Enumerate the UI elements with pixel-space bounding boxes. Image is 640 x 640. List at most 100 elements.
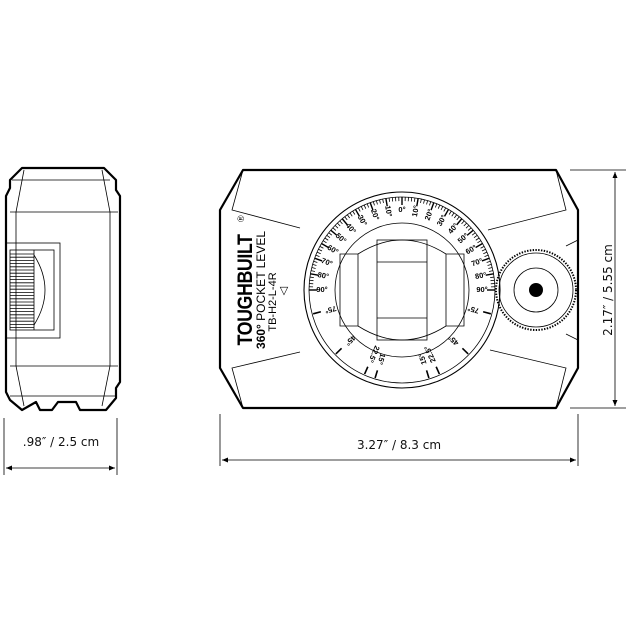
dial-tick [369, 202, 374, 211]
dial-major-tick [374, 370, 379, 379]
dial-tick [357, 207, 361, 212]
dial-ticks [309, 197, 495, 379]
dial-tick [480, 245, 485, 249]
dial-tick [322, 240, 327, 244]
dial-tick [430, 202, 435, 211]
dial-tick [311, 267, 316, 269]
width-dimension: 3.27″ / 8.3 cm [219, 414, 579, 466]
dial-tick [354, 209, 361, 217]
dial-label: 90° [316, 285, 327, 294]
dial-label: 70° [470, 256, 484, 268]
dial-tick [453, 214, 457, 219]
dial-tick [315, 254, 320, 258]
dial-tick [423, 199, 425, 204]
adjust-knob[interactable] [495, 249, 577, 331]
dial-tick [466, 229, 474, 236]
dial-tick [372, 201, 375, 206]
product-title: 360° POCKET LEVEL [254, 231, 268, 349]
dial-tick [490, 276, 495, 279]
dial-label: 90° [476, 285, 487, 294]
dial-label: 75° [467, 304, 480, 316]
dial-label: 45° [343, 333, 357, 347]
dial-tick [483, 251, 488, 255]
dial-label: 60° [326, 243, 340, 256]
dial-tick [379, 199, 381, 204]
dial-tick [448, 210, 452, 215]
width-label: 3.27″ / 8.3 cm [357, 438, 441, 452]
dial-tick [463, 222, 467, 227]
dial-tick [352, 210, 356, 215]
dial-label: 15° [375, 352, 387, 365]
dial-tick [341, 218, 348, 226]
dial-tick [484, 254, 489, 258]
dial-major-tick [461, 347, 469, 355]
dial-tick [326, 235, 331, 239]
dial-tick [375, 200, 378, 205]
dial-tick [485, 273, 494, 276]
dial-tick [488, 270, 494, 272]
dial-tick [486, 260, 491, 263]
dial-label: 75° [324, 304, 337, 316]
side-knurl [10, 250, 35, 330]
dial-tick [451, 212, 455, 217]
dial-label: 80° [317, 270, 330, 281]
dial-tick [321, 242, 329, 249]
dial-tick [316, 251, 321, 255]
dial-label: 70° [320, 256, 334, 268]
dial-tick [467, 227, 472, 231]
dial-label: 15° [417, 352, 429, 365]
dial: 0°10°10°20°20°30°30°40°40°50°50°60°60°70… [303, 191, 501, 389]
dial-tick [332, 227, 337, 231]
dial-labels: 0°10°10°20°20°30°30°40°40°50°50°60°60°70… [316, 205, 487, 366]
dial-tick [456, 218, 463, 226]
dial-tick [475, 242, 483, 249]
dial-label: 45° [446, 333, 460, 347]
dial-tick [443, 209, 450, 217]
depth-dimension: .98″ / 2.5 cm [3, 418, 118, 475]
dial-label: 10° [383, 205, 394, 218]
model-number: TB-H2-L-4R [267, 272, 279, 331]
dial-major-tick [312, 310, 322, 315]
dial-tick [339, 220, 343, 225]
vial-window [339, 239, 465, 341]
dial-tick [363, 204, 367, 209]
dial-tick [360, 206, 364, 211]
dial-tick [349, 212, 353, 217]
dial-major-tick [335, 347, 343, 355]
dial-tick [481, 257, 490, 262]
dial-label: 50° [334, 231, 348, 245]
dial-label: 50° [456, 231, 470, 245]
dial-tick [310, 273, 319, 276]
dial-tick [488, 267, 493, 269]
dial-tick [312, 263, 317, 266]
dial-tick [440, 206, 444, 211]
dial-label: 20° [423, 208, 435, 222]
dial-tick [413, 197, 416, 202]
brand-logo: TOUGHBUILT [234, 234, 258, 346]
pointer-icon: ▽ [280, 285, 289, 297]
dial-tick [487, 263, 492, 266]
dial-label: 20° [369, 208, 381, 222]
dial-tick [382, 198, 384, 204]
dial-tick [310, 270, 316, 272]
dial-tick [477, 240, 482, 244]
dial-tick [443, 207, 447, 212]
dial-label: 30° [356, 213, 369, 227]
dial-tick [328, 232, 333, 236]
dial-tick [347, 214, 351, 219]
dial-tick [471, 232, 476, 236]
dial-tick [429, 201, 432, 206]
dial-label: 0° [398, 205, 405, 214]
knob-center-dot [529, 283, 543, 297]
dial-tick [313, 260, 318, 263]
dial-label: 10° [410, 205, 421, 218]
dial-tick [456, 216, 460, 221]
dial-tick [437, 204, 441, 209]
dial-tick [324, 237, 329, 241]
dial-tick [388, 197, 391, 202]
dial-tick [330, 229, 338, 236]
dial-tick [426, 200, 429, 205]
dial-tick [366, 203, 370, 208]
dial-label: 30° [435, 213, 448, 227]
